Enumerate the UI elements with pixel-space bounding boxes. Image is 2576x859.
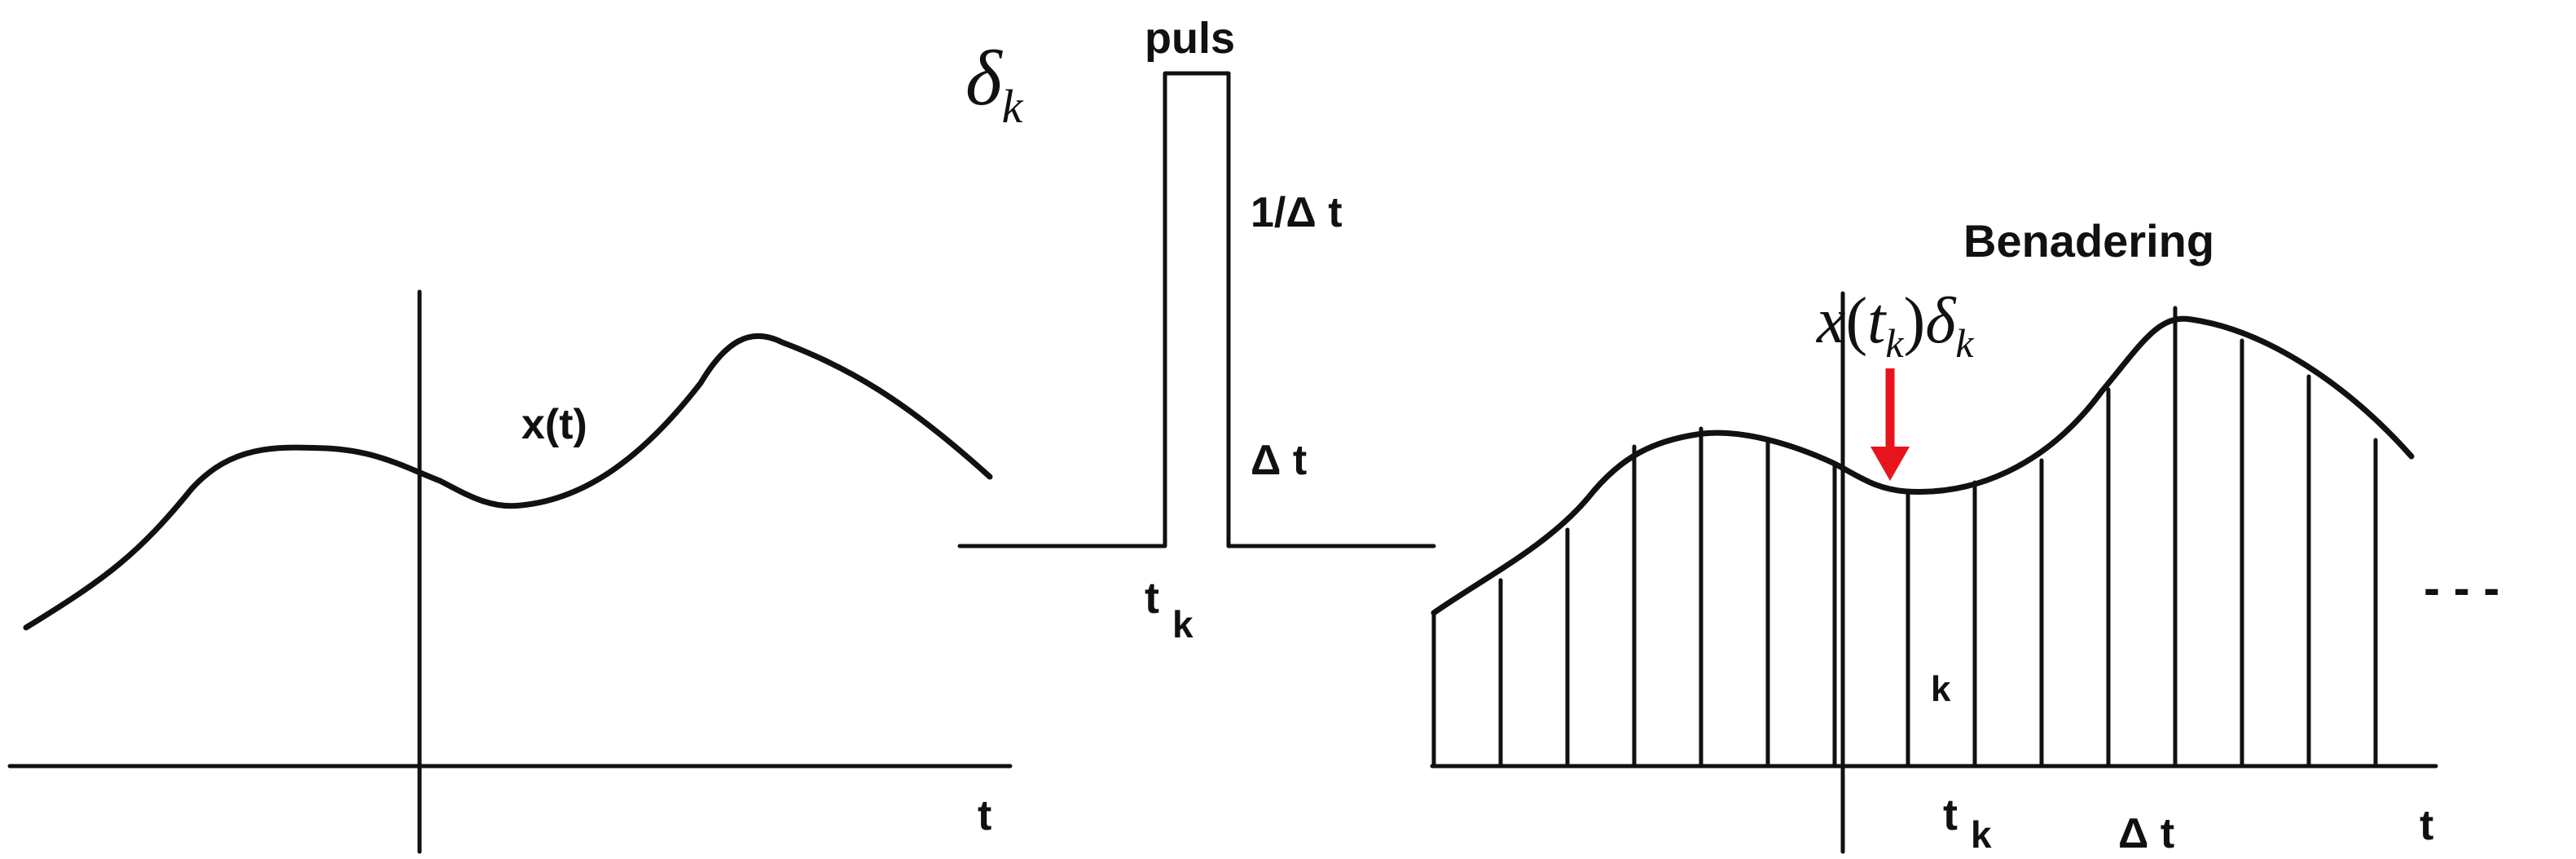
- formula-close-paren: ): [1904, 285, 1926, 357]
- right-tick-subscript: k: [1971, 813, 1992, 856]
- formula-delta: δ: [1925, 285, 1957, 357]
- continuation-dashes: - - -: [2424, 561, 2499, 615]
- formula-x: x: [1816, 285, 1846, 357]
- formula-delta-subscript: k: [1955, 320, 1974, 366]
- left-axis-label: t: [978, 792, 991, 839]
- left-panel: x(t) t: [7, 289, 1013, 854]
- right-tick-t: t: [1943, 791, 1958, 839]
- red-arrow-icon: [1870, 368, 1910, 481]
- right-signal-curve: [1431, 315, 2415, 616]
- approximation-formula: x(tk)δk: [1816, 285, 1974, 366]
- pulse-delta: δ: [965, 34, 1003, 121]
- pulse-position-subscript: k: [1172, 603, 1193, 645]
- pulse-width-label: Δ t: [1251, 437, 1307, 484]
- pulse-delta-subscript: k: [1002, 80, 1024, 133]
- approximation-strips: [1431, 306, 2378, 769]
- right-step-label: Δ t: [2118, 810, 2174, 857]
- right-panel-title: Benadering: [1963, 215, 2214, 267]
- pulse-height-label: 1/Δ t: [1251, 189, 1343, 236]
- left-signal-label: x(t): [521, 401, 587, 448]
- pulse-waveform: [957, 71, 1436, 548]
- strip-index-label: k: [1931, 669, 1951, 709]
- formula-t-subscript: k: [1885, 320, 1904, 366]
- pulse-symbol: δk: [965, 34, 1024, 133]
- pulse-position-t: t: [1145, 574, 1159, 623]
- pulse-title: puls: [1145, 14, 1235, 63]
- pulse-panel: δk puls 1/Δ t Δ t tk: [957, 14, 1436, 645]
- pulse-position-label: tk: [1145, 574, 1193, 645]
- formula-t: t: [1867, 285, 1887, 357]
- formula-open-paren: (: [1846, 285, 1868, 357]
- right-axis-label: t: [2420, 802, 2433, 849]
- left-signal-curve: [23, 333, 993, 631]
